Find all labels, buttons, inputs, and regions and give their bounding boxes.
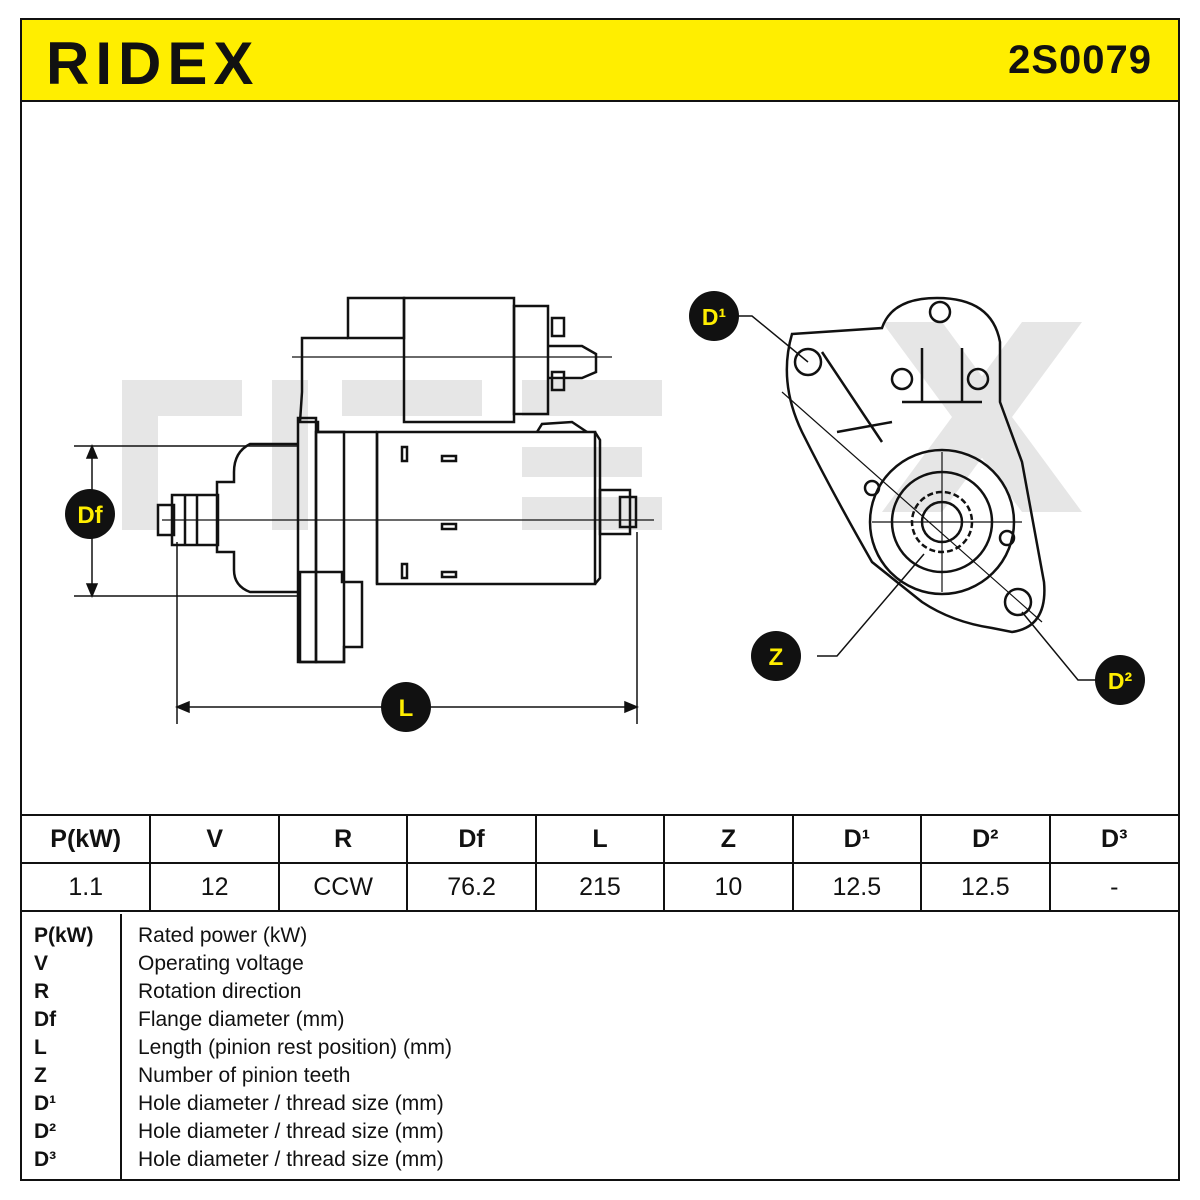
flange-lug — [298, 570, 364, 664]
value-d1: 12.5 — [791, 862, 923, 912]
part-number: 2S0079 — [1008, 38, 1152, 82]
legend-text: Length (pinion rest position) (mm) — [138, 1036, 452, 1059]
label-d1-text: D¹ — [702, 304, 726, 330]
value-l: 215 — [534, 862, 666, 912]
legend-row: D² Hole diameter / thread size (mm) — [22, 1120, 1178, 1148]
value-v: 12 — [149, 862, 280, 912]
legend-key: V — [34, 952, 49, 975]
bolt-hole-d1 — [793, 347, 823, 377]
technical-drawing: Df L — [65, 291, 1145, 732]
vent-3 — [440, 522, 458, 531]
ridex-logo: RIDEX — [46, 30, 259, 94]
legend-row: L Length (pinion rest position) (mm) — [22, 1036, 1178, 1064]
vent-1 — [400, 445, 409, 463]
spec-table: P(kW) V R Df L Z D¹ D² D³ 1.1 12 CCW 76.… — [22, 814, 1178, 912]
header-d1: D¹ — [791, 814, 923, 864]
legend-key: P(kW) — [34, 924, 94, 947]
legend-key: Z — [34, 1064, 47, 1087]
legend-text: Hole diameter / thread size (mm) — [138, 1092, 444, 1115]
legend-row: R Rotation direction — [22, 980, 1178, 1008]
legend-divider — [120, 914, 122, 1179]
legend-key: D³ — [34, 1148, 57, 1171]
legend-key: Df — [34, 1008, 57, 1031]
legend-text: Rotation direction — [138, 980, 302, 1003]
legend-row: D¹ Hole diameter / thread size (mm) — [22, 1092, 1178, 1120]
value-p-kw: 1.1 — [22, 862, 152, 912]
legend-row: P(kW) Rated power (kW) — [22, 924, 1178, 952]
terminal-stud-1 — [550, 316, 566, 338]
vent-4 — [400, 562, 409, 580]
bolt-hole-d2 — [1003, 587, 1033, 617]
legend-text: Rated power (kW) — [138, 924, 308, 947]
legend-row: D³ Hole diameter / thread size (mm) — [22, 1148, 1178, 1176]
terminal-stud-2 — [550, 370, 566, 392]
legend-text: Hole diameter / thread size (mm) — [138, 1148, 444, 1171]
label-df: Df — [65, 489, 115, 539]
header-z: Z — [663, 814, 794, 864]
watermark — [122, 322, 1082, 530]
value-d3: - — [1048, 862, 1178, 912]
solenoid-cap — [512, 304, 550, 416]
legend-row: V Operating voltage — [22, 952, 1178, 980]
value-r: CCW — [277, 862, 409, 912]
label-d2-text: D² — [1108, 668, 1133, 694]
header-d3: D³ — [1048, 814, 1178, 864]
legend-text: Number of pinion teeth — [138, 1064, 351, 1087]
legend-key: D¹ — [34, 1092, 57, 1115]
front-centerlines — [781, 391, 1043, 623]
legend-text: Flange diameter (mm) — [138, 1008, 345, 1031]
legend: P(kW) Rated power (kW) V Operating volta… — [22, 914, 1178, 1179]
label-d1: D¹ — [689, 291, 739, 341]
label-d2: D² — [1095, 655, 1145, 705]
logo-text: RIDEX — [46, 30, 259, 94]
header-v: V — [149, 814, 280, 864]
header-d2: D² — [920, 814, 1051, 864]
header-r: R — [277, 814, 409, 864]
vent-2 — [440, 454, 458, 463]
upper-bolt-right — [966, 367, 990, 391]
legend-row: Z Number of pinion teeth — [22, 1064, 1178, 1092]
stiffening-ribs — [820, 348, 982, 443]
spec-header-row: P(kW) V R Df L Z D¹ D² D³ — [22, 814, 1178, 864]
leader-lines — [735, 315, 1098, 681]
flange-outline — [785, 296, 1046, 634]
legend-text: Operating voltage — [138, 952, 304, 975]
side-bolt-right — [998, 529, 1016, 547]
value-df: 76.2 — [406, 862, 537, 912]
legend-row: Df Flange diameter (mm) — [22, 1008, 1178, 1036]
label-df-text: Df — [77, 502, 103, 529]
label-l-text: L — [399, 695, 414, 722]
label-z-text: Z — [769, 644, 784, 671]
brush-tab — [535, 420, 588, 434]
centerlines — [162, 356, 654, 521]
vent-5 — [440, 570, 458, 579]
value-d2: 12.5 — [920, 862, 1051, 912]
header-bar: RIDEX 2S0079 — [22, 20, 1178, 102]
header-df: Df — [406, 814, 537, 864]
value-z: 10 — [663, 862, 794, 912]
terminal-plate — [548, 344, 598, 380]
legend-text: Hole diameter / thread size (mm) — [138, 1120, 444, 1143]
upper-bolt-left — [890, 367, 914, 391]
label-z: Z — [751, 631, 801, 681]
terminal-bracket — [346, 296, 406, 340]
legend-key: D² — [34, 1120, 57, 1143]
datasheet: RIDEX 2S0079 — [20, 18, 1180, 1181]
starter-side-view — [156, 296, 638, 664]
shaft-end — [598, 488, 632, 536]
legend-key: L — [34, 1036, 47, 1059]
header-l: L — [534, 814, 666, 864]
legend-key: R — [34, 980, 50, 1003]
top-bolt — [928, 300, 952, 324]
header-p-kw: P(kW) — [22, 814, 152, 864]
spec-value-row: 1.1 12 CCW 76.2 215 10 12.5 12.5 - — [22, 862, 1178, 912]
label-l: L — [381, 682, 431, 732]
